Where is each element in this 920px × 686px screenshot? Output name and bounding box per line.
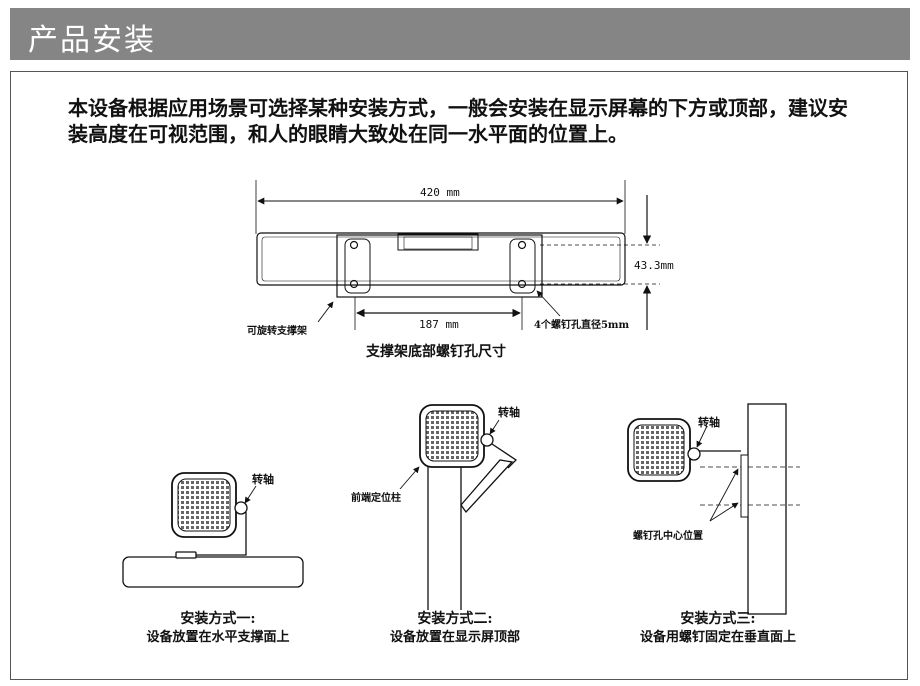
method-1-subtitle: 设备放置在水平支撑面上 <box>146 630 290 645</box>
hole-spacing-label: 187 mm <box>419 318 459 331</box>
height-dimension-label: 43.3mm <box>634 259 674 272</box>
width-dimension-label: 420 mm <box>420 186 460 199</box>
section-header: 产品安装 <box>10 8 910 60</box>
content-frame <box>10 71 908 680</box>
method-2-locating-pin-label: 前端定位柱 <box>351 493 401 504</box>
method-3-title: 安装方式三: <box>680 611 756 627</box>
bracket-diagram <box>255 180 660 330</box>
method-1-pivot-label: 转轴 <box>252 473 274 486</box>
method-2-subtitle: 设备放置在显示屏顶部 <box>389 630 520 645</box>
method-1-drawing <box>122 472 304 588</box>
method-1-title: 安装方式一: <box>180 611 256 627</box>
section-title: 产品安装 <box>28 23 156 58</box>
method-3-drawing <box>627 403 800 615</box>
intro-paragraph: 本设备根据应用场景可选择某种安装方式，一般会安装在显示屏幕的下方或顶部，建议安装… <box>68 96 848 146</box>
method-2-pivot-label: 转轴 <box>498 406 520 419</box>
method-3-subtitle: 设备用螺钉固定在垂直面上 <box>639 630 796 645</box>
method-2-title: 安装方式二: <box>417 611 493 627</box>
screw-holes-label: 4个螺钉孔直径5mm <box>534 320 630 331</box>
bracket-caption: 支撑架底部螺钉孔尺寸 <box>366 344 506 360</box>
method-3-pivot-label: 转轴 <box>698 416 720 429</box>
method-2-drawing <box>399 404 518 610</box>
rotatable-bracket-label: 可旋转支撑架 <box>247 326 307 337</box>
method-3-screw-center-label: 螺钉孔中心位置 <box>633 531 703 542</box>
